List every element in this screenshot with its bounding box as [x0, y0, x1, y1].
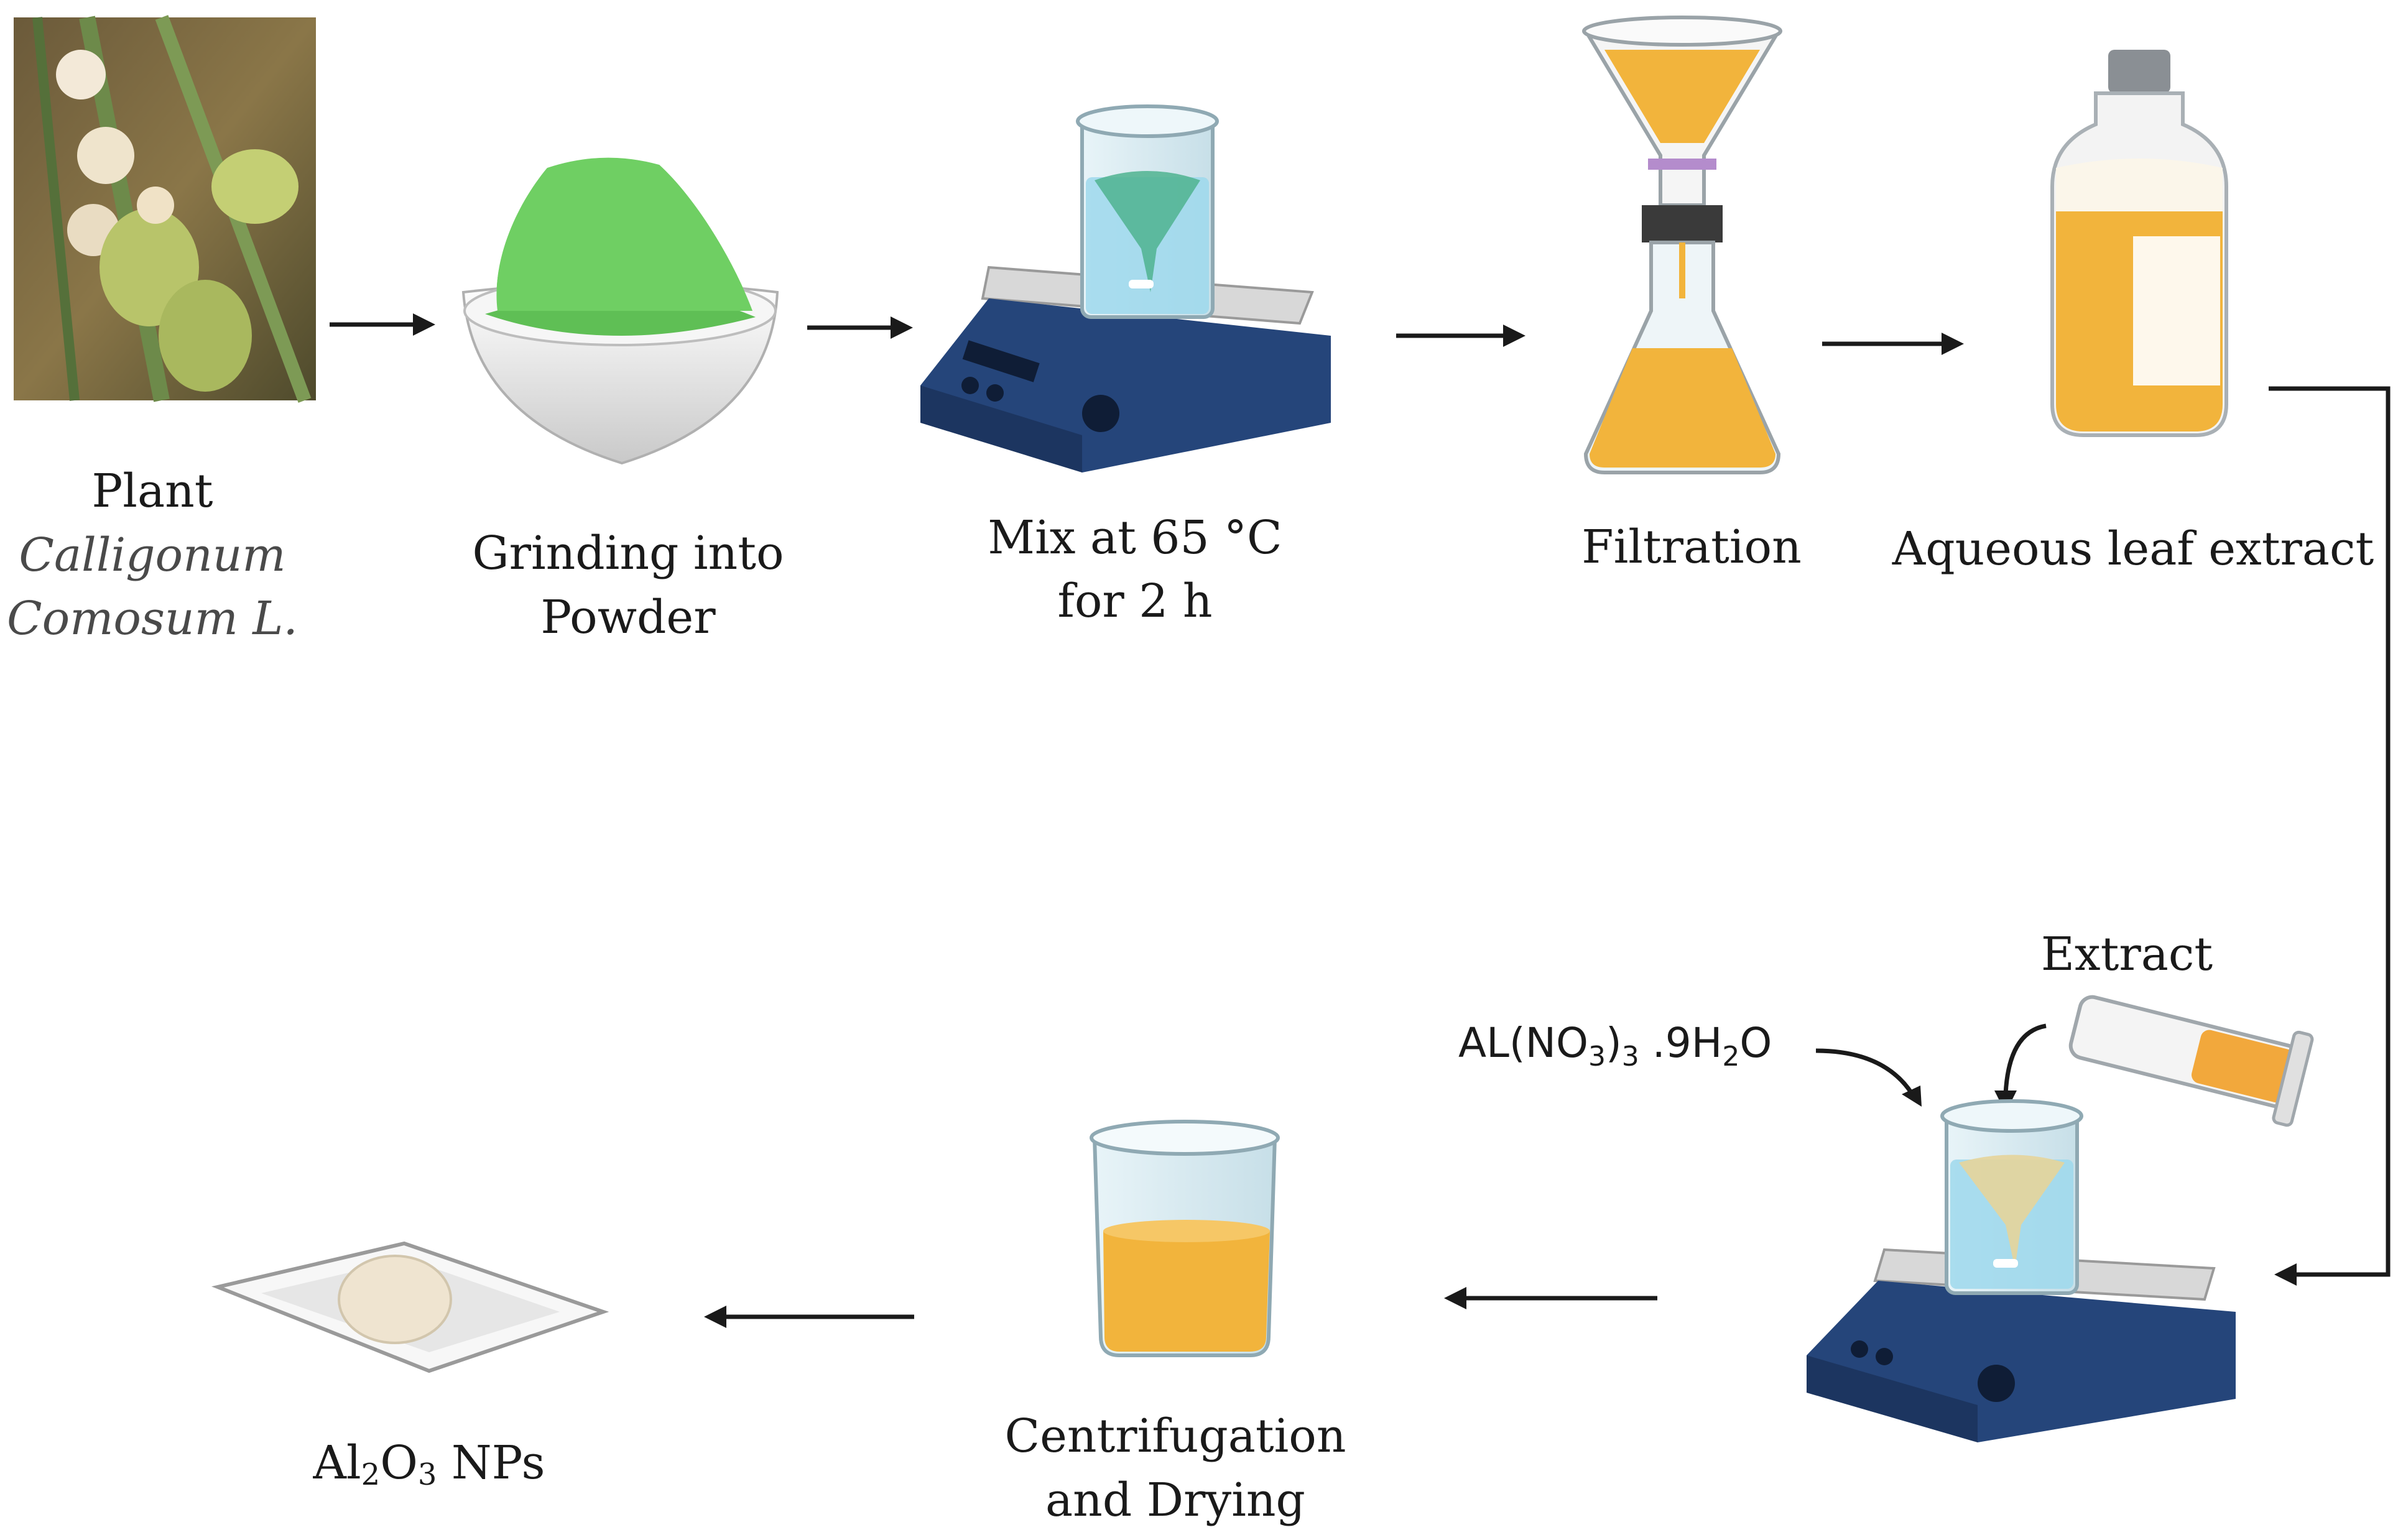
reagent-label: AL(NO3)3 .9H2O: [1458, 1019, 1772, 1072]
svg-text:for 2 h: for 2 h: [1057, 574, 1212, 628]
grinding-label: Grinding into Powder: [472, 527, 784, 644]
svg-text:AL(NO3)3 .9H2O: AL(NO3)3 .9H2O: [1458, 1019, 1772, 1072]
beaker-illustration: [1090, 1120, 1280, 1357]
plant-label: Plant Calligonum Comosum L.: [7, 464, 298, 645]
svg-text:Powder: Powder: [540, 591, 716, 644]
weighing-dish-illustration: [211, 1241, 609, 1373]
hotplate-stirrer-illustration: [920, 104, 1331, 473]
hotplate-stirrer-2-illustration: [1807, 1099, 2236, 1442]
filtration-flask-illustration: [1582, 16, 1782, 474]
filtration-label: Filtration: [1581, 520, 1802, 574]
powder-bowl-illustration: [461, 157, 779, 465]
svg-text:Extract: Extract: [2041, 928, 2213, 981]
extract-arrow: [2003, 1023, 2047, 1095]
svg-text:Mix at 65 °C: Mix at 65 °C: [988, 511, 1282, 565]
product-label: Al2O3 NPs: [313, 1436, 545, 1492]
graduated-cylinder-illustration: [2068, 995, 2314, 1127]
svg-text:Calligonum: Calligonum: [19, 528, 285, 582]
svg-text:Plant: Plant: [92, 464, 213, 518]
extract-label: Aqueous leaf extract: [1892, 522, 2374, 576]
svg-text:Centrifugation: Centrifugation: [1004, 1409, 1346, 1463]
svg-text:Al2O3 NPs: Al2O3 NPs: [313, 1436, 545, 1492]
svg-text:Aqueous leaf extract: Aqueous leaf extract: [1892, 522, 2374, 576]
plant-photo: [14, 15, 316, 403]
connector-arrow: [2269, 386, 2391, 1286]
extract-input-label: Extract: [2041, 928, 2213, 981]
extract-bottle-illustration: [2050, 50, 2228, 437]
reagent-arrow: [1815, 1048, 1914, 1095]
svg-text:Filtration: Filtration: [1581, 520, 1802, 574]
svg-text:Grinding into: Grinding into: [472, 527, 784, 580]
centrifugation-label: Centrifugation and Drying: [1004, 1409, 1346, 1527]
svg-text:Comosum L.: Comosum L.: [7, 592, 298, 645]
mix-label: Mix at 65 °C for 2 h: [988, 511, 1282, 628]
svg-text:and Drying: and Drying: [1045, 1473, 1305, 1527]
